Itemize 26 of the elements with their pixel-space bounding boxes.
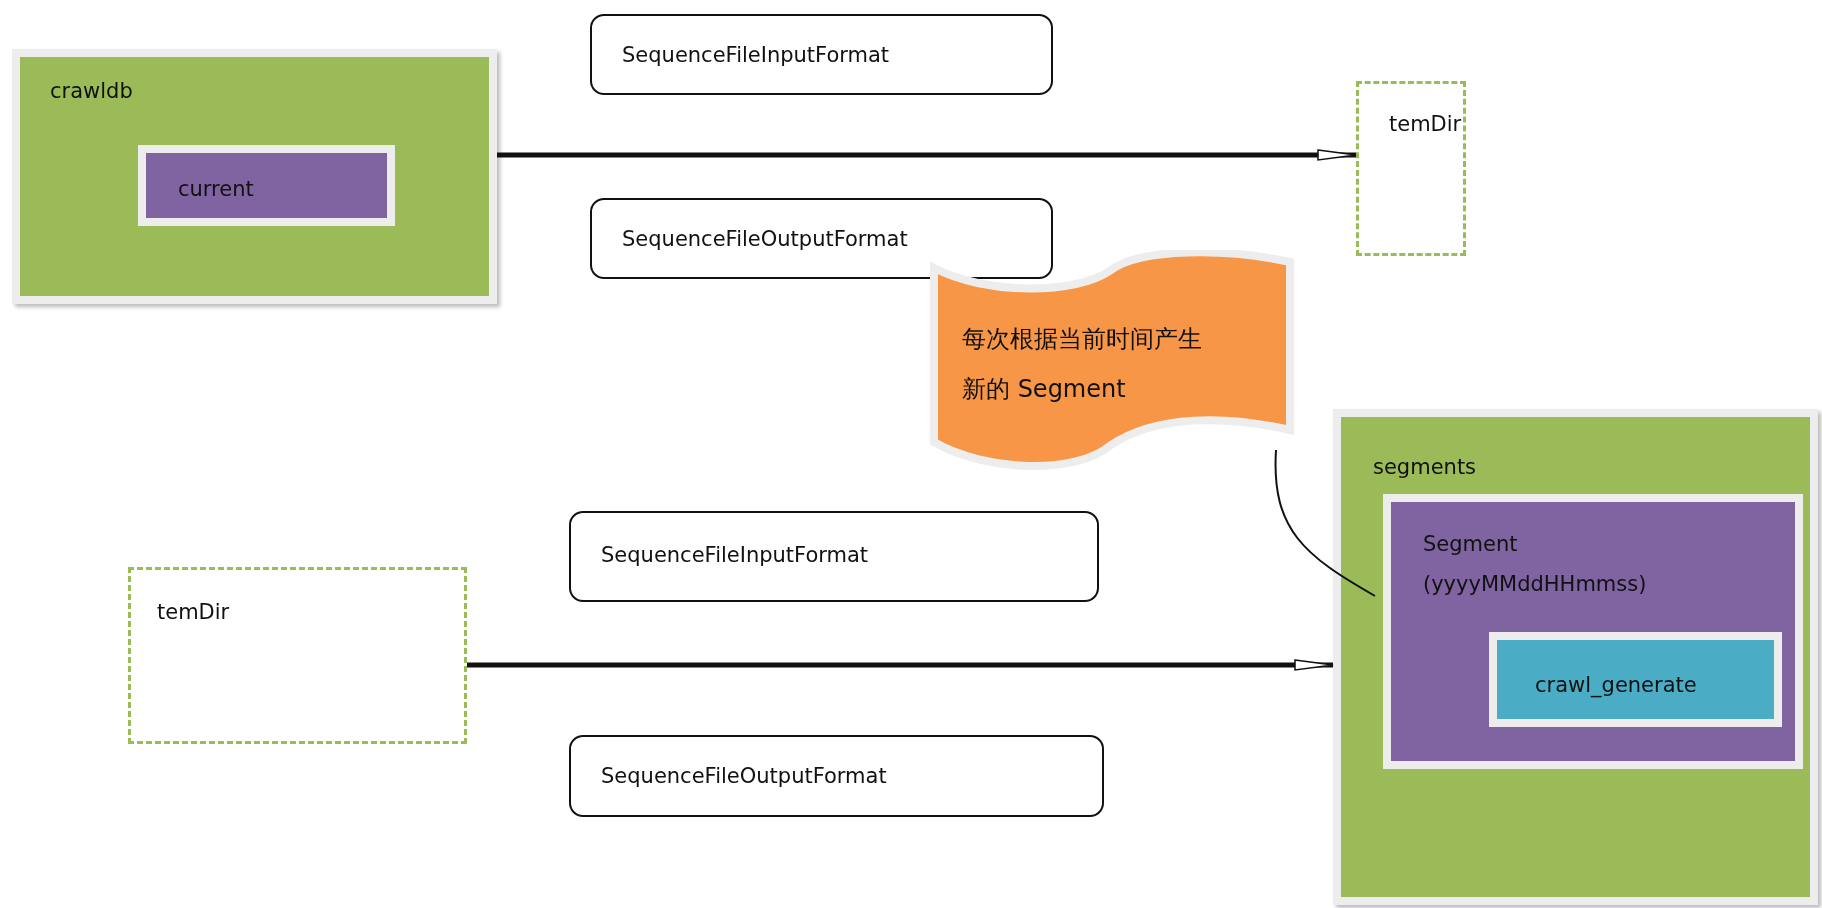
process-box — [569, 735, 1104, 817]
process-box — [138, 145, 395, 226]
group-box — [1333, 409, 1818, 905]
process-box — [1489, 632, 1782, 727]
node-label: current — [178, 177, 254, 201]
node-label: segments — [1373, 455, 1477, 479]
arrow — [467, 659, 1334, 671]
group-box — [1383, 494, 1803, 769]
process-box — [590, 198, 1053, 279]
node-label: SequenceFileInputFormat — [622, 43, 890, 67]
node-label: crawl_generate — [1535, 673, 1697, 697]
node-label: temDir — [157, 600, 230, 624]
process-box — [590, 14, 1053, 95]
node-label: SequenceFileInputFormat — [601, 543, 869, 567]
process-box — [569, 511, 1099, 602]
node-label: SequenceFileOutputFormat — [601, 764, 887, 788]
leader-line — [1274, 449, 1376, 597]
folder-box — [128, 567, 467, 744]
node-label: SequenceFileOutputFormat — [622, 227, 908, 251]
group-box — [12, 49, 497, 304]
node-label: Segment (yyyyMMddHHmmss) — [1423, 531, 1648, 598]
arrow — [497, 149, 1357, 161]
folder-box — [1356, 81, 1466, 256]
node-label: 每次根据当前时间产生新的 Segment — [962, 324, 1203, 405]
node-label: crawldb — [50, 79, 133, 103]
node-label: temDir — [1389, 112, 1462, 136]
